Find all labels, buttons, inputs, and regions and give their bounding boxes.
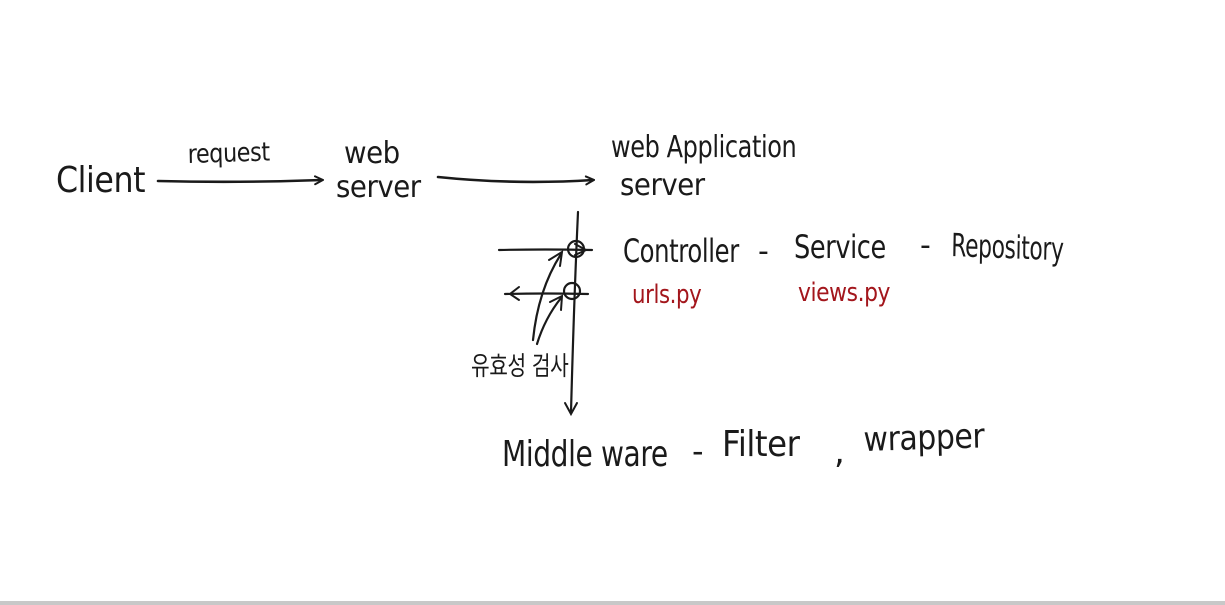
outgoing-arrowhead: [508, 286, 520, 301]
dash-controller-service: -: [758, 234, 769, 269]
was-label-line1: web Application: [611, 130, 797, 165]
validation-label: 유효성 검사: [471, 352, 569, 382]
client-label: Client: [56, 160, 146, 201]
controller-label: Controller: [623, 232, 739, 270]
web-server-label-line2: server: [336, 170, 421, 205]
request-arrow: [156, 180, 322, 182]
dash-service-repository: -: [920, 228, 931, 263]
validation-pointer-lower-head: [549, 294, 564, 311]
server-to-was-arrow: [436, 177, 593, 182]
comma-label: ,: [834, 432, 845, 472]
validation-pointer-upper: [531, 252, 563, 342]
request-label: request: [187, 137, 270, 170]
bottom-edge-bar: [0, 601, 1225, 605]
middleware-label: Middle ware: [502, 434, 668, 475]
middleware-down-arrowhead: [564, 402, 578, 417]
urls-py-label: urls.py: [632, 280, 702, 310]
middleware-vertical-line: [569, 210, 580, 414]
incoming-arrowhead: [574, 243, 589, 256]
validation-pointer-upper-head: [548, 250, 564, 267]
service-label: Service: [794, 228, 886, 266]
lower-filter-node: [562, 281, 582, 301]
dash-middleware-filter: -: [692, 432, 704, 470]
outgoing-line: [503, 292, 590, 296]
filter-label: Filter: [722, 424, 800, 465]
upper-filter-node: [566, 239, 586, 259]
web-server-label-line1: web: [344, 136, 400, 171]
validation-pointer-lower: [535, 296, 563, 346]
wrapper-label: wrapper: [863, 416, 985, 460]
incoming-line: [497, 248, 594, 252]
was-label-line2: server: [620, 168, 705, 203]
views-py-label: views.py: [798, 278, 891, 308]
repository-label: Repository: [951, 226, 1064, 269]
